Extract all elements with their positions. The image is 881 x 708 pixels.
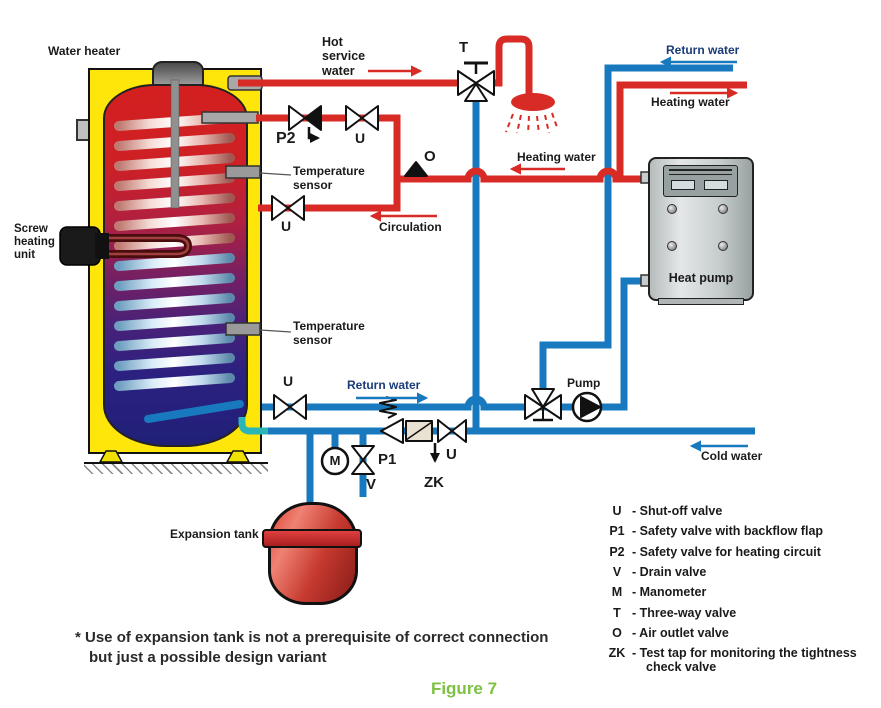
three-way-valve-T	[457, 61, 495, 102]
legend-desc: - Safety valve with backflow flap	[632, 524, 824, 539]
shutoff-valve-U-cold	[437, 419, 467, 443]
screw-dot	[667, 241, 677, 251]
tank-fittings	[201, 75, 292, 336]
valve-tag-M: M	[329, 453, 341, 468]
valve-tag-O: O	[424, 148, 436, 165]
legend: U - Shut-off valve P1 - Safety valve with …	[602, 504, 874, 682]
legend-key: P2	[609, 544, 625, 559]
flow-arrows	[307, 56, 748, 463]
heat-exchanger-coil	[114, 79, 244, 423]
valve-tag-U-return: U	[283, 373, 294, 389]
valve-tag-U-cold: U	[446, 446, 457, 463]
legend-row: O - Air outlet valve	[602, 626, 874, 641]
valve-tag-T: T	[459, 39, 469, 56]
safety-valve-P1	[379, 396, 404, 444]
backflow-check-valve	[405, 420, 433, 442]
legend-row: U - Shut-off valve	[602, 504, 874, 519]
legend-desc: - Safety valve for heating circuit	[632, 544, 821, 559]
screw-dot	[718, 204, 728, 214]
tank-bottom-teal-port	[238, 417, 268, 435]
valve-tag-U-heating: U	[355, 130, 366, 146]
legend-desc: - Shut-off valve	[632, 504, 723, 518]
screw-heating-unit-label: Screw heating unit	[14, 223, 55, 262]
legend-key: ZK	[608, 646, 626, 661]
valve-tag-U-circulation: U	[281, 218, 292, 234]
legend-desc: - Manometer	[632, 585, 707, 600]
circulation-pump	[571, 391, 603, 423]
three-way-valve-pump	[524, 388, 562, 422]
ground-hatching	[84, 463, 268, 474]
screw-heating-element	[59, 226, 193, 266]
hot-water-pipes	[238, 35, 747, 212]
legend-key: U	[612, 504, 622, 518]
legend-key: T	[613, 605, 621, 620]
heating-water-mid-label: Heating water	[517, 150, 596, 164]
valve-tag-ZK: ZK	[424, 474, 444, 491]
legend-row: P2 - Safety valve for heating circuit	[602, 544, 874, 560]
water-heater-label: Water heater	[48, 44, 121, 58]
legend-desc: - Drain valve	[632, 565, 707, 580]
panel-line	[669, 173, 732, 175]
shutoff-valve-U-heating	[345, 105, 379, 131]
panel-line	[669, 169, 732, 171]
return-water-top-label: Return water	[666, 43, 740, 57]
legend-row: M - Manometer	[602, 586, 874, 600]
air-outlet-valve-O	[404, 161, 428, 177]
legend-row: ZK - Test tap for monitoring the tightnes…	[602, 647, 874, 675]
valve-tag-P2: P2	[276, 130, 296, 147]
legend-key: V	[612, 565, 622, 580]
hot-service-water-label: Hot service water	[322, 35, 366, 78]
expansion-tank	[268, 502, 358, 605]
legend-row: V - Drain valve	[602, 565, 874, 580]
expansion-tank-label: Expansion tank	[170, 527, 259, 541]
shutoff-valve-U-return	[273, 394, 307, 420]
footnote: * Use of expansion tank is not a prerequ…	[75, 628, 548, 668]
panel-display	[671, 180, 695, 190]
heating-water-top-label: Heating water	[651, 95, 730, 109]
heat-pump-label: Heat pump	[668, 271, 734, 285]
screw-dot	[718, 241, 728, 251]
cold-water-label: Cold water	[701, 449, 763, 463]
legend-desc: - Test tap for monitoring the tightness …	[632, 646, 857, 675]
tank-feet	[84, 450, 268, 464]
legend-row: P1 - Safety valve with backflow flap	[602, 525, 874, 539]
heat-pump-unit: Heat pump	[648, 157, 754, 305]
shower-head	[505, 93, 559, 135]
shutoff-valve-U-circulation	[271, 195, 305, 221]
legend-desc: - Three-way valve	[632, 605, 737, 620]
panel-display	[704, 180, 728, 190]
legend-desc: - Air outlet valve	[632, 626, 729, 641]
legend-row: T - Three-way valve	[602, 605, 874, 621]
valve-tag-P1: P1	[378, 451, 397, 468]
valve-tag-V: V	[366, 476, 377, 493]
footnote-line2: but just a possible design variant	[89, 648, 327, 666]
heat-pump-control-panel	[663, 165, 738, 197]
expansion-tank-band	[262, 529, 362, 548]
temperature-sensor-2-label: Temperature sensor	[293, 319, 365, 347]
drain-valve-V	[351, 445, 375, 475]
legend-key: P1	[609, 524, 625, 539]
temperature-sensor-1-label: Temperature sensor	[293, 164, 365, 192]
safety-valve-P2	[288, 105, 322, 131]
figure-caption: Figure 7	[430, 679, 498, 698]
manometer-M	[320, 446, 350, 476]
circulation-label: Circulation	[379, 220, 442, 234]
legend-key: O	[612, 626, 622, 641]
pump-label: Pump	[567, 376, 601, 390]
screw-dot	[667, 204, 677, 214]
return-water-bottom-label: Return water	[347, 378, 421, 392]
legend-key: M	[611, 585, 623, 600]
cold-water-pipes	[256, 64, 755, 504]
footnote-line1: * Use of expansion tank is not a prerequ…	[75, 629, 549, 646]
